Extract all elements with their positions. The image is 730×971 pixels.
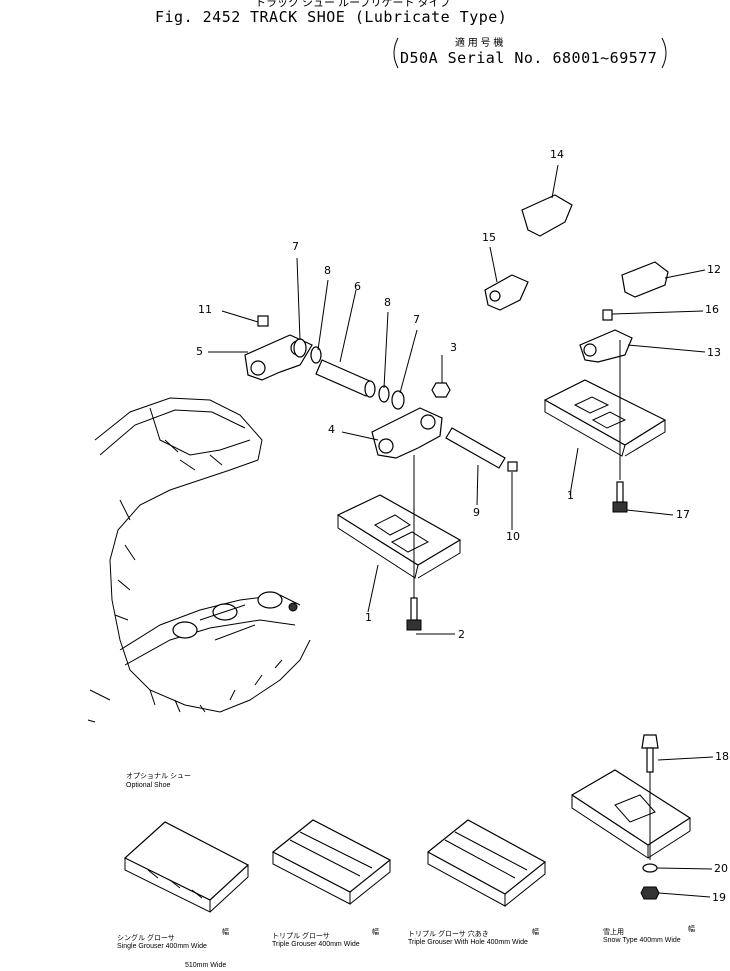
left-paren <box>393 37 399 69</box>
optional-shoe-snow-illustration <box>570 769 692 859</box>
part-14 <box>521 194 573 237</box>
bushing-6 <box>315 359 373 397</box>
callout-3: 3 <box>450 341 457 354</box>
seal-7-right <box>391 390 405 410</box>
spacer-10 <box>507 461 518 472</box>
bolt-17 <box>612 481 628 513</box>
title-japanese: トラック シュー ルーブリケート タイプ <box>255 0 451 9</box>
bolt-18 <box>641 734 659 773</box>
applicability-serial: D50A Serial No. 68001~69577 <box>400 49 658 67</box>
ring-8-right <box>378 385 390 403</box>
caption-triple-hole-jp: トリプル グローサ 穴あき <box>408 931 489 938</box>
figure-title: TRACK SHOE (Lubricate Type) <box>250 8 508 26</box>
caption-triple-hole: Triple Grouser With Hole 400mm Wide <box>408 939 528 946</box>
callout-8a: 8 <box>324 264 331 277</box>
part-15-hole <box>489 290 501 302</box>
callout-18: 18 <box>715 750 729 763</box>
caption-single-grouser-jp: シングル グローサ <box>117 935 175 942</box>
nut-3 <box>431 382 451 398</box>
callout-2: 2 <box>458 628 465 641</box>
optional-shoe-heading: Optional Shoe <box>126 782 171 789</box>
right-paren <box>661 37 667 69</box>
caption-snow-type: Snow Type 400mm Wide <box>603 937 681 944</box>
link-right-illustration <box>371 407 443 459</box>
caption-triple-grouser-mark: 幅 <box>372 929 379 936</box>
nut-19 <box>640 886 660 900</box>
shoe-center-illustration <box>336 494 462 579</box>
callout-1b: 1 <box>567 489 574 502</box>
part-12 <box>621 261 669 298</box>
caption-single-grouser-510: 510mm Wide <box>185 962 227 969</box>
track-assembly-illustration <box>87 397 311 723</box>
dowel-11 <box>257 315 269 327</box>
callout-7b: 7 <box>413 313 420 326</box>
seal-7-left <box>293 338 307 358</box>
callout-4: 4 <box>328 423 335 436</box>
callout-17: 17 <box>676 508 690 521</box>
washer-20 <box>642 863 658 873</box>
applicability-label-jp: 適 用 号 機 <box>455 38 504 49</box>
optional-shoe-single-illustration <box>123 821 250 913</box>
callout-7a: 7 <box>292 240 299 253</box>
callout-1a: 1 <box>365 611 372 624</box>
caption-triple-hole-mark: 幅 <box>532 929 539 936</box>
caption-single-grouser-mark: 幅 <box>222 929 229 936</box>
bolt-2 <box>406 597 422 631</box>
optional-shoe-triple-hole-illustration <box>426 819 547 907</box>
shoe-right-illustration <box>543 379 667 457</box>
optional-shoe-triple-illustration <box>271 819 392 905</box>
figure-number: Fig. 2452 <box>155 8 241 26</box>
callout-12: 12 <box>707 263 721 276</box>
callout-8b: 8 <box>384 296 391 309</box>
callout-20: 20 <box>714 862 728 875</box>
callout-6: 6 <box>354 280 361 293</box>
part-16 <box>602 309 613 321</box>
caption-snow-type-jp: 雪上用 <box>603 929 624 936</box>
callout-19: 19 <box>712 891 726 904</box>
callout-16: 16 <box>705 303 719 316</box>
caption-triple-grouser-jp: トリプル グローサ <box>272 933 330 940</box>
ring-8-left <box>310 346 322 364</box>
optional-shoe-heading-jp: オプショナル シュー <box>126 773 191 780</box>
bushing-end <box>364 380 376 398</box>
callout-15: 15 <box>482 231 496 244</box>
leader-lines <box>208 164 714 898</box>
caption-triple-grouser: Triple Grouser 400mm Wide <box>272 941 360 948</box>
callout-13: 13 <box>707 346 721 359</box>
link-13-hole <box>583 343 597 357</box>
callout-10: 10 <box>506 530 520 543</box>
callout-11: 11 <box>198 303 212 316</box>
caption-single-grouser: Single Grouser 400mm Wide <box>117 943 207 950</box>
caption-snow-type-mark: 幅 <box>688 926 695 933</box>
callout-5: 5 <box>196 345 203 358</box>
pin-9 <box>445 427 506 469</box>
callout-14: 14 <box>550 148 564 161</box>
callout-9: 9 <box>473 506 480 519</box>
